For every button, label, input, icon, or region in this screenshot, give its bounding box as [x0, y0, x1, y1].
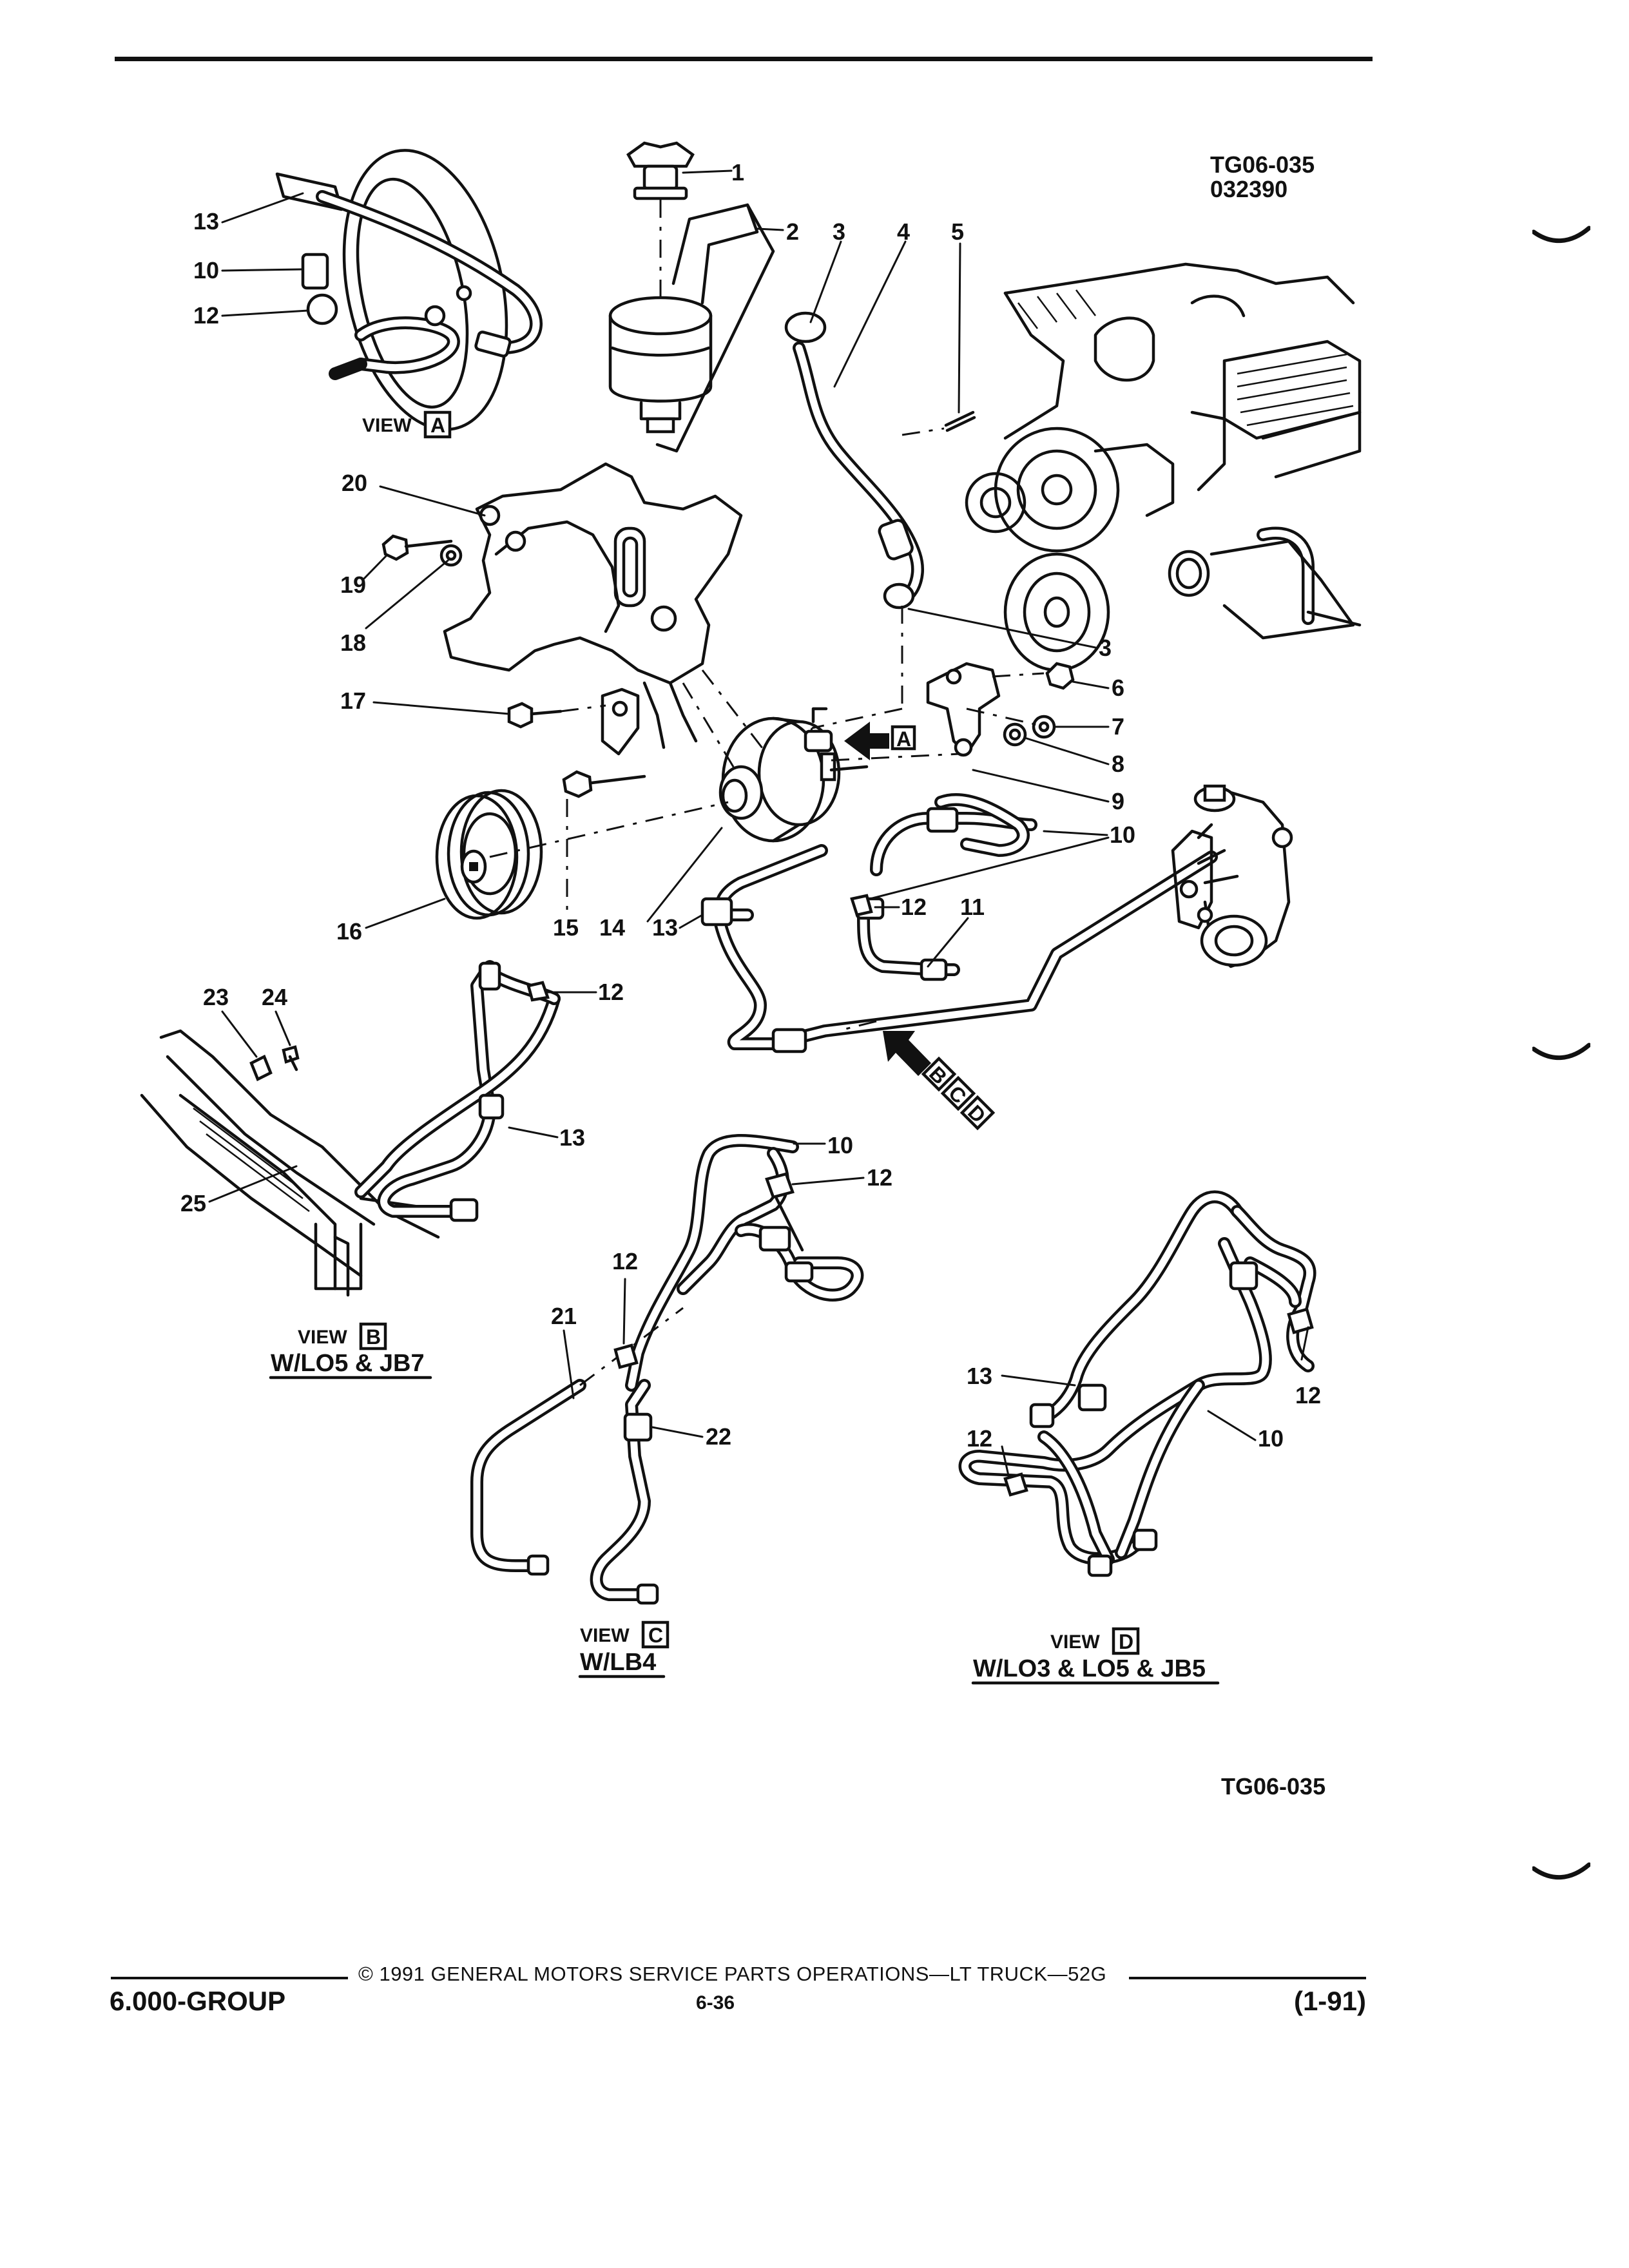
footer-rule-right: [1129, 1977, 1366, 1979]
view-a-box: [423, 410, 452, 439]
callout-14: 14: [599, 914, 625, 941]
callout-13-main: 13: [652, 914, 678, 941]
callout-13-view-a: 13: [193, 208, 219, 235]
view-d-box: [1112, 1627, 1140, 1655]
steering-gear: [1171, 784, 1293, 968]
callout-24: 24: [262, 984, 287, 1010]
view-d-word: VIEW: [1050, 1631, 1100, 1653]
pump-bracket: [363, 462, 768, 915]
callout-12-view-c-top: 12: [867, 1164, 892, 1191]
view-b-inset: [140, 960, 597, 1297]
footer-date: (1-91): [1293, 1986, 1366, 2016]
view-a-inset: [221, 149, 543, 431]
callout-10-view-c: 10: [827, 1132, 853, 1158]
view-d-inset: [958, 1190, 1316, 1577]
footer-rule-left: [111, 1977, 348, 1979]
callout-7: 7: [1112, 713, 1124, 740]
callout-20: 20: [342, 470, 367, 496]
view-b-word: VIEW: [298, 1327, 347, 1348]
view-b-subtitle: W/LO5 & JB7: [271, 1350, 425, 1377]
view-d-letter: D: [1119, 1630, 1133, 1653]
callout-13-view-d: 13: [967, 1363, 992, 1389]
rear-bracket: [844, 662, 1110, 803]
view-c-letter: C: [648, 1624, 663, 1647]
footer-page-number: 6-36: [696, 1992, 735, 2013]
callout-23: 23: [203, 984, 229, 1010]
callout-5: 5: [951, 218, 964, 245]
pump-pulley: [365, 789, 729, 929]
binder-hole-mark: [1532, 1043, 1590, 1061]
return-hose: [784, 240, 1097, 751]
view-c-subtitle: W/LB4: [580, 1649, 656, 1676]
callout-17: 17: [340, 687, 366, 714]
view-b-letter: B: [366, 1325, 381, 1349]
callout-8: 8: [1112, 751, 1124, 777]
callout-19: 19: [340, 572, 366, 598]
callout-12-view-a: 12: [193, 302, 219, 329]
footer-group: 6.000-GROUP: [110, 1986, 286, 2016]
binder-hole-mark: [1532, 1862, 1590, 1880]
callout-12-view-b: 12: [598, 979, 624, 1005]
top-rule: [115, 57, 1373, 61]
figure-date-code: 032390: [1210, 176, 1287, 202]
figure-id-top: TG06-035: [1210, 151, 1315, 178]
callout-21: 21: [551, 1303, 577, 1329]
callout-12-view-d-left: 12: [967, 1425, 992, 1452]
reservoir-assembly: [608, 141, 784, 453]
view-c-inset: [470, 1134, 865, 1605]
view-c-box: [641, 1620, 670, 1649]
power-steering-pump: [646, 707, 961, 923]
arrow-bcd: [883, 1031, 996, 1131]
callout-25: 25: [180, 1190, 206, 1216]
arrow-a-letter: A: [896, 727, 911, 751]
view-d-subtitle: W/LO3 & LO5 & JB5: [973, 1655, 1206, 1682]
callout-10-main: 10: [1110, 822, 1135, 848]
callout-2: 2: [786, 218, 799, 245]
callout-11: 11: [960, 894, 985, 920]
callout-1: 1: [731, 159, 744, 186]
view-c-word: VIEW: [580, 1625, 630, 1646]
callout-16: 16: [336, 918, 362, 945]
callout-12-view-d-right: 12: [1295, 1382, 1321, 1408]
footer-copyright: © 1991 GENERAL MOTORS SERVICE PARTS OPER…: [358, 1963, 1107, 1985]
callout-6: 6: [1112, 675, 1124, 701]
callout-3-side: 3: [1099, 635, 1112, 661]
view-a-letter: A: [430, 414, 445, 437]
callout-12-main: 12: [901, 894, 927, 920]
callout-22: 22: [706, 1423, 731, 1450]
callout-13-view-b: 13: [559, 1124, 585, 1151]
engine-block: [965, 262, 1362, 672]
callout-18: 18: [340, 629, 366, 656]
binder-hole-mark: [1532, 226, 1590, 244]
view-a-word: VIEW: [362, 415, 412, 436]
callout-3-top: 3: [833, 218, 845, 245]
view-b-box: [359, 1322, 387, 1350]
callout-10-view-a: 10: [193, 257, 219, 284]
main-lines: [679, 793, 1218, 1053]
callout-4: 4: [897, 218, 910, 245]
callout-9: 9: [1112, 788, 1124, 814]
figure-id-bottom: TG06-035: [1221, 1773, 1325, 1800]
callout-12-view-c-mid: 12: [612, 1248, 638, 1274]
callout-10-view-d: 10: [1258, 1425, 1284, 1452]
callout-15: 15: [553, 914, 579, 941]
